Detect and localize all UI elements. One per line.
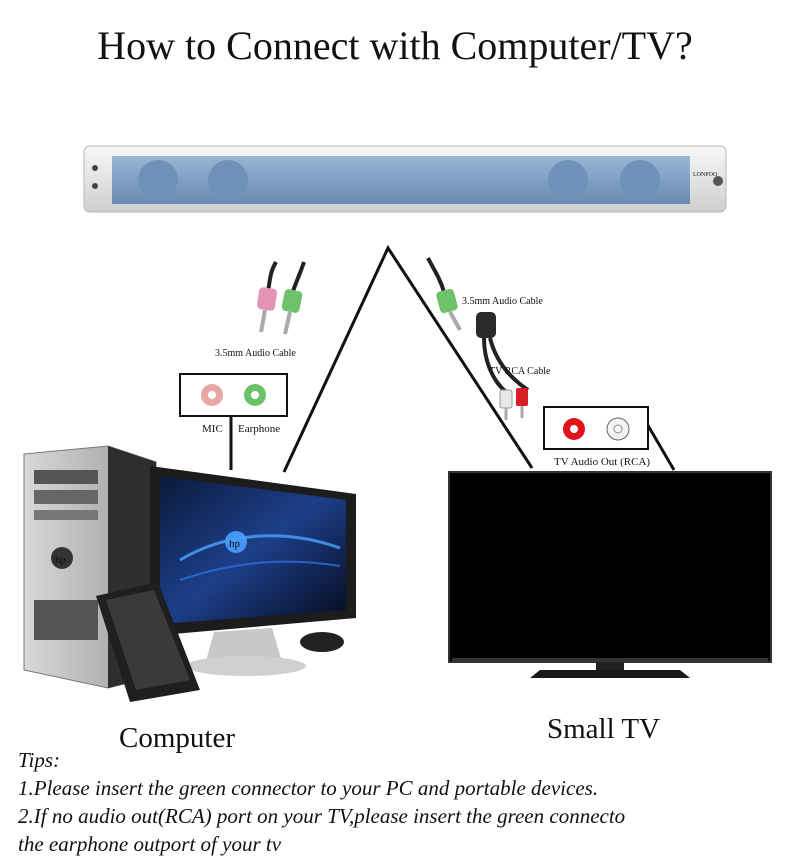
- small-tv: [448, 471, 772, 678]
- power-knob-icon: [713, 176, 723, 186]
- rca-cable-label: TV RCA Cable: [489, 366, 551, 377]
- rca-adapter-icon: [476, 312, 496, 338]
- tips-line-2: 2.If no audio out(RCA) port on your TV,p…: [18, 804, 626, 828]
- soundbar: LONPOO: [83, 145, 727, 213]
- speaker-driver-4: [620, 160, 660, 200]
- aux-jack-icon: [92, 165, 98, 171]
- speaker-driver-1: [138, 160, 178, 200]
- svg-text:hp: hp: [55, 554, 67, 566]
- tips-line-3: the earphone outport of your tv: [18, 832, 282, 856]
- page-title: How to Connect with Computer/TV?: [97, 23, 693, 68]
- tips-heading: Tips:: [18, 748, 61, 772]
- soundbar-brand: LONPOO: [693, 172, 718, 178]
- connection-lines: [282, 244, 534, 473]
- soundbar-grille: [112, 156, 690, 204]
- keyboard: [96, 582, 200, 702]
- tv-port-box: [543, 406, 649, 450]
- rca-pointer: [644, 421, 676, 471]
- headphone-jack-icon: [92, 183, 98, 189]
- right-audio-cable: [426, 257, 530, 420]
- speaker-driver-3: [548, 160, 588, 200]
- earphone-label: Earphone: [238, 423, 280, 435]
- computer-caption: Computer: [119, 722, 235, 754]
- tv-audio-out-label: TV Audio Out (RCA): [554, 456, 650, 468]
- tv-caption: Small TV: [547, 713, 661, 745]
- monitor-screen: [160, 476, 346, 624]
- pc-port-box: [179, 373, 288, 417]
- left-audio-cable: [257, 260, 306, 335]
- right-cable-label: 3.5mm Audio Cable: [462, 296, 543, 307]
- mouse-icon: [300, 632, 344, 652]
- green-plug-icon: [281, 289, 303, 313]
- green-plug-icon: [436, 288, 458, 314]
- svg-text:hp: hp: [229, 538, 241, 550]
- mic-label: MIC: [202, 423, 223, 435]
- speaker-driver-2: [208, 160, 248, 200]
- tips-line-1: 1.Please insert the green connector to y…: [18, 776, 599, 800]
- left-cable-label: 3.5mm Audio Cable: [215, 348, 296, 359]
- hp-logo-icon: [51, 547, 73, 569]
- tv-stand: [530, 670, 690, 678]
- computer-monitor: hp: [150, 466, 356, 676]
- tv-screen: [448, 471, 772, 663]
- hp-logo-icon: [225, 531, 247, 553]
- pink-plug-icon: [257, 287, 277, 311]
